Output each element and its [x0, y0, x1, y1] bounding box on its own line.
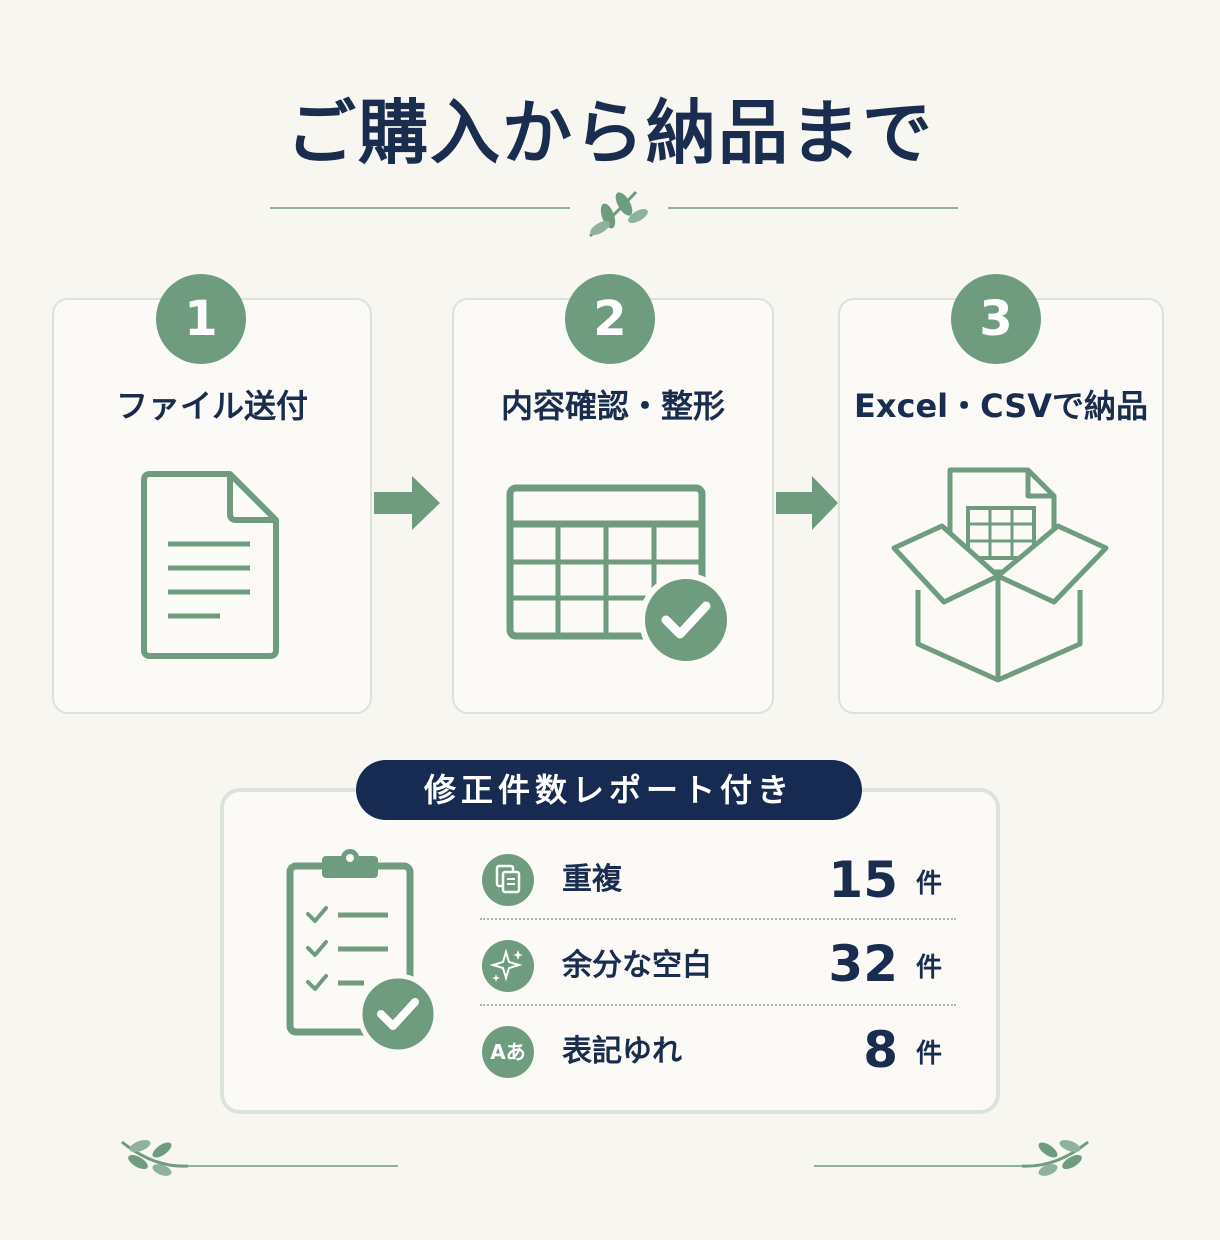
- report-row-label: 表記ゆれ: [562, 1034, 682, 1069]
- title-divider-left: [270, 207, 570, 209]
- title-divider-right: [668, 207, 958, 209]
- leaf-ornament-icon: [121, 1139, 189, 1176]
- report-row-label: 重複: [562, 862, 622, 897]
- step-number-3: 3: [951, 274, 1041, 364]
- bottom-divider-left: [180, 1165, 398, 1167]
- step-number-1: 1: [156, 274, 246, 364]
- arrow-right-icon: [374, 476, 440, 530]
- step-number-2: 2: [565, 274, 655, 364]
- table-check-icon: [506, 484, 732, 667]
- step-label-2: 内容確認・整形: [500, 387, 725, 425]
- box-spreadsheet-icon: [891, 467, 1109, 683]
- step-card-1: [52, 298, 372, 714]
- clipboard-check-icon: [286, 849, 439, 1054]
- step-label-1: ファイル送付: [115, 387, 308, 425]
- report-row-count: 15: [828, 851, 898, 909]
- report-panel: [220, 788, 1000, 1114]
- leaf-ornament-icon: [1021, 1139, 1089, 1176]
- document-icon: [141, 471, 279, 659]
- text-variation-icon: Aあ: [482, 1026, 534, 1078]
- row-divider: [480, 918, 956, 920]
- bottom-divider-right: [814, 1165, 1036, 1167]
- report-title-badge: 修正件数レポート付き: [356, 760, 862, 820]
- arrow-right-icon: [776, 476, 838, 530]
- row-divider: [480, 1004, 956, 1006]
- sparkle-icon: [482, 940, 534, 992]
- page-title: ご購入から納品まで: [286, 92, 934, 174]
- leaf-ornament-icon: [589, 190, 648, 238]
- report-row-count: 32: [828, 935, 898, 993]
- report-row-unit: 件: [916, 1039, 943, 1069]
- report-row-unit: 件: [916, 869, 943, 899]
- report-row-count: 8: [863, 1021, 898, 1079]
- report-row-unit: 件: [916, 953, 943, 983]
- report-row-label: 余分な空白: [562, 948, 712, 983]
- duplicate-icon: [482, 854, 534, 906]
- step-label-3: Excel・CSVで納品: [853, 387, 1149, 425]
